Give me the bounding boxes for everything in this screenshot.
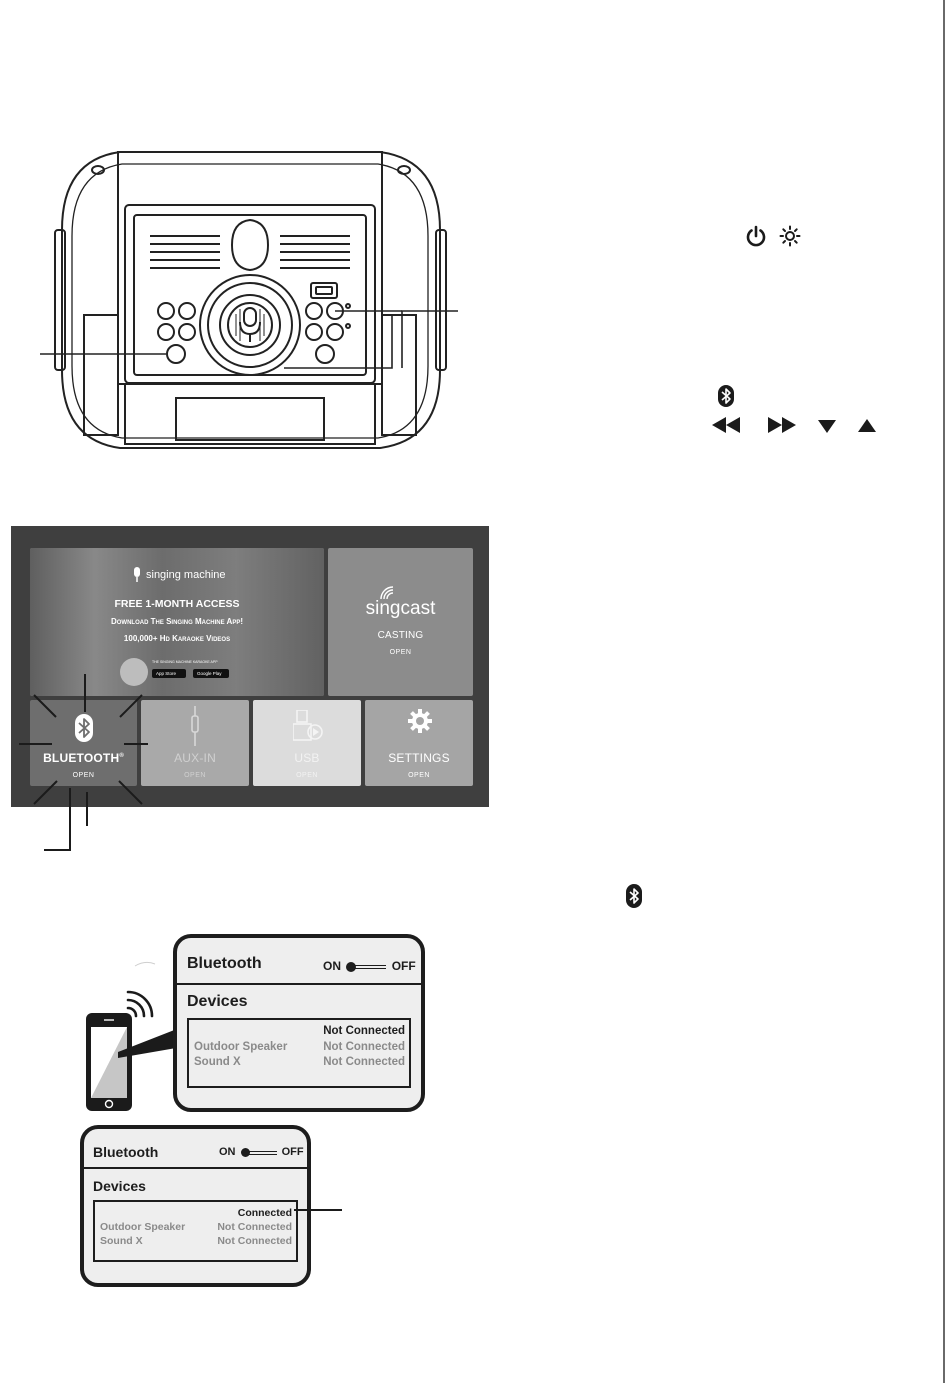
promo-banner[interactable]: singing machine FREE 1-MONTH ACCESS Down… bbox=[30, 548, 324, 696]
bluetooth-icon bbox=[717, 385, 735, 407]
mic-logo-icon bbox=[132, 567, 142, 583]
panel-2-header bbox=[84, 1129, 307, 1169]
power-icon bbox=[745, 225, 767, 247]
phone-screen-panel-2: Bluetooth ON OFF Devices Connected Outdo… bbox=[80, 1125, 311, 1287]
panel-2-toggle-bar bbox=[247, 1150, 277, 1155]
singcast-sub: OPEN bbox=[389, 649, 412, 656]
panel-1-row-3-status: Not Connected bbox=[323, 1056, 405, 1068]
panel-1-toggle-bar bbox=[354, 964, 387, 969]
phone-illustration bbox=[86, 961, 182, 1111]
promo-line-1: Download The Singing Machine App! bbox=[110, 617, 244, 626]
promo-headline: FREE 1-MONTH ACCESS bbox=[114, 598, 240, 610]
panel-1-row-3-name[interactable]: Sound X bbox=[194, 1056, 241, 1068]
promo-fine-print: THE SINGING MACHINE KARAOKE APP bbox=[152, 660, 218, 664]
phone-screen-panel-1: Bluetooth ON OFF Devices Not Connected O… bbox=[173, 934, 425, 1112]
down-triangle-icon bbox=[817, 418, 837, 434]
promo-line-2: 100,000+ Hd Karaoke Videos bbox=[123, 634, 231, 643]
panel-1-on-label: ON bbox=[323, 959, 341, 973]
promo-brand: singing machine bbox=[146, 569, 226, 581]
bluetooth-tile-mark: ® bbox=[119, 753, 124, 759]
cast-icon bbox=[380, 586, 394, 600]
panel-1-row-1-status[interactable]: Not Connected bbox=[323, 1025, 405, 1037]
gear-icon bbox=[407, 708, 433, 734]
panel-2-bluetooth-toggle[interactable]: ON OFF bbox=[219, 1146, 304, 1158]
bluetooth-tile-text: BLUETOOTH bbox=[43, 751, 120, 765]
panel-2-toggle-knob bbox=[240, 1147, 250, 1157]
panel-1-row-2-name[interactable]: Outdoor Speaker bbox=[194, 1041, 288, 1053]
singcast-logo: singcast bbox=[365, 598, 436, 619]
usb-tile[interactable]: USB OPEN bbox=[253, 700, 361, 786]
settings-sub: OPEN bbox=[408, 772, 430, 779]
panel-1-toggle-track bbox=[346, 961, 387, 972]
singcast-tile[interactable]: singcast CASTING OPEN bbox=[328, 548, 473, 696]
google-play-label: Google Play bbox=[197, 671, 222, 676]
bluetooth-highlight-rays bbox=[19, 674, 148, 851]
panel-1-device-list: Not Connected Outdoor Speaker Not Connec… bbox=[187, 1018, 411, 1088]
aux-in-sub: OPEN bbox=[184, 772, 206, 779]
panel-2-row-3-status: Not Connected bbox=[217, 1235, 292, 1247]
usb-label: USB bbox=[294, 751, 320, 765]
usb-sub: OPEN bbox=[296, 772, 318, 779]
panel-1-bluetooth-toggle[interactable]: ON OFF bbox=[323, 959, 416, 973]
panel-1-header bbox=[177, 938, 421, 985]
panel-1-row-2-status: Not Connected bbox=[323, 1041, 405, 1053]
aux-in-tile[interactable]: AUX-IN OPEN bbox=[141, 700, 249, 786]
settings-label: SETTINGS bbox=[388, 751, 450, 765]
app-store-label: App Store bbox=[156, 671, 177, 676]
rewind-icon bbox=[710, 416, 742, 434]
panel-2-row-3-name[interactable]: Sound X bbox=[100, 1235, 143, 1247]
aux-in-label: AUX-IN bbox=[174, 751, 216, 765]
singcast-label: CASTING bbox=[377, 630, 424, 641]
bluetooth-tile-label: BLUETOOTH® bbox=[30, 751, 137, 765]
fast-forward-icon bbox=[766, 416, 798, 434]
panel-1-bluetooth-title: Bluetooth bbox=[187, 955, 262, 972]
panel-1-devices-title: Devices bbox=[187, 993, 248, 1010]
up-triangle-icon bbox=[857, 418, 877, 434]
aux-cable-icon bbox=[188, 706, 202, 746]
panel-1-off-label: OFF bbox=[391, 959, 416, 973]
panel-2-devices-title: Devices bbox=[93, 1178, 146, 1194]
panel-2-row-2-name[interactable]: Outdoor Speaker bbox=[100, 1221, 186, 1233]
tv-menu-screen: singing machine FREE 1-MONTH ACCESS Down… bbox=[11, 526, 489, 807]
panel-2-off-label: OFF bbox=[281, 1146, 304, 1158]
light-icon bbox=[779, 225, 801, 247]
page-edge-line bbox=[943, 0, 945, 1383]
app-store-badge[interactable]: App Store bbox=[152, 669, 186, 678]
panel-2-device-list: Connected Outdoor Speaker Not Connected … bbox=[93, 1200, 298, 1262]
panel-2-toggle-track bbox=[240, 1147, 277, 1157]
settings-tile[interactable]: SETTINGS OPEN bbox=[365, 700, 473, 786]
panel-1-toggle-knob bbox=[346, 961, 357, 972]
usb-play-icon bbox=[292, 709, 323, 744]
google-play-badge[interactable]: Google Play bbox=[193, 669, 229, 678]
app-icon bbox=[120, 658, 148, 686]
panel-2-on-label: ON bbox=[219, 1146, 236, 1158]
bluetooth-tile-icon bbox=[75, 714, 93, 742]
bluetooth-tile-sub: OPEN bbox=[72, 772, 95, 779]
bluetooth-icon-2 bbox=[625, 884, 643, 908]
connected-callout-line bbox=[294, 1209, 342, 1211]
speaker-illustration bbox=[40, 151, 458, 449]
panel-2-row-2-status: Not Connected bbox=[217, 1221, 292, 1233]
panel-2-row-1-status[interactable]: Connected bbox=[237, 1207, 292, 1219]
panel-2-bluetooth-title: Bluetooth bbox=[93, 1144, 159, 1160]
